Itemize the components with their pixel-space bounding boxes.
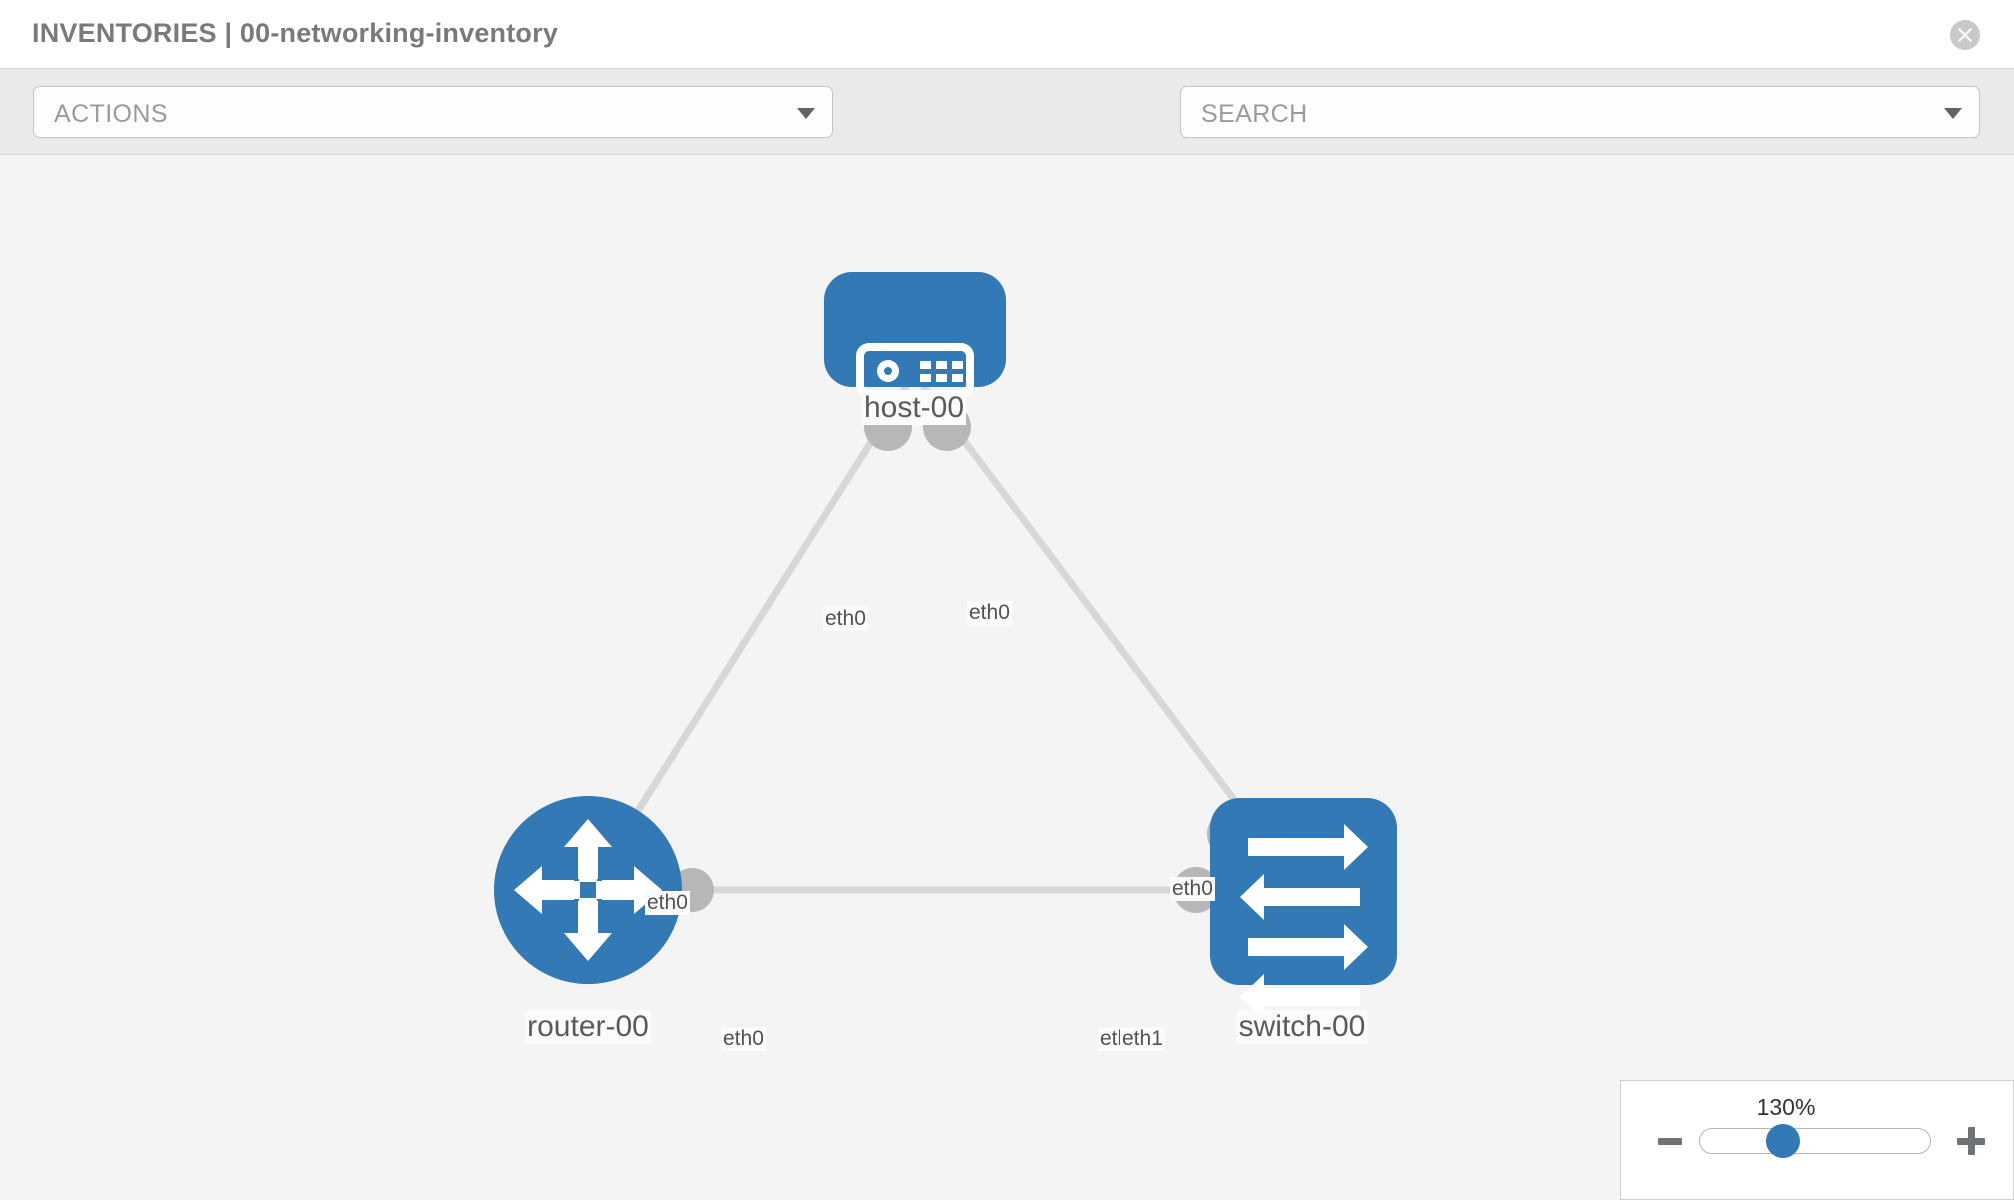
close-button[interactable] xyxy=(1950,20,1980,50)
toolbar: ACTIONS SEARCH xyxy=(0,69,2014,201)
zoom-slider-thumb[interactable] xyxy=(1766,1124,1800,1158)
node-router-00[interactable] xyxy=(494,796,682,984)
actions-dropdown[interactable]: ACTIONS xyxy=(33,86,833,138)
topology-ports xyxy=(670,403,1257,913)
zoom-in-button[interactable] xyxy=(1957,1127,1985,1155)
search-dropdown[interactable]: SEARCH xyxy=(1180,86,1980,138)
close-icon xyxy=(1958,28,1972,42)
node-label-switch-00: switch-00 xyxy=(1236,1010,1368,1044)
topology-links xyxy=(585,371,1305,894)
node-label-host-00: host-00 xyxy=(861,391,967,425)
node-router-00-shape[interactable] xyxy=(494,796,682,984)
chevron-down-icon xyxy=(797,108,815,119)
router-icon xyxy=(514,819,662,961)
node-switch-00[interactable] xyxy=(1210,798,1397,1020)
link-host-router[interactable] xyxy=(585,372,917,892)
zoom-percent-label: 130% xyxy=(1756,1094,1816,1120)
zoom-control-panel: 130% xyxy=(1620,1080,2014,1200)
iface-label-router-switch: eth0 xyxy=(721,1027,766,1051)
node-host-00-shape[interactable] xyxy=(824,272,1006,387)
iface-label-router-host: eth0 xyxy=(645,891,690,915)
iface-label-host-right: eth0 xyxy=(967,601,1012,625)
iface-label-host-left: eth0 xyxy=(823,607,868,631)
node-host-00[interactable] xyxy=(824,272,1006,398)
topology-canvas[interactable]: host-00 router-00 switch-00 eth0 eth0 et… xyxy=(0,155,2014,1200)
zoom-out-button[interactable] xyxy=(1658,1138,1682,1145)
node-label-router-00: router-00 xyxy=(525,1010,651,1044)
switch-icon xyxy=(1240,824,1368,1020)
page-title: INVENTORIES | 00-networking-inventory xyxy=(32,18,559,48)
topology-graph xyxy=(494,272,1397,1020)
actions-dropdown-label: ACTIONS xyxy=(54,100,168,128)
iface-label-switch-host: eth0 xyxy=(1170,877,1215,901)
page-header: INVENTORIES | 00-networking-inventory xyxy=(0,0,2014,69)
search-input-placeholder: SEARCH xyxy=(1201,100,1308,128)
zoom-slider-track[interactable] xyxy=(1699,1128,1931,1154)
chevron-down-icon xyxy=(1944,108,1962,119)
iface-label-switch-router: eth1 xyxy=(1120,1027,1165,1051)
